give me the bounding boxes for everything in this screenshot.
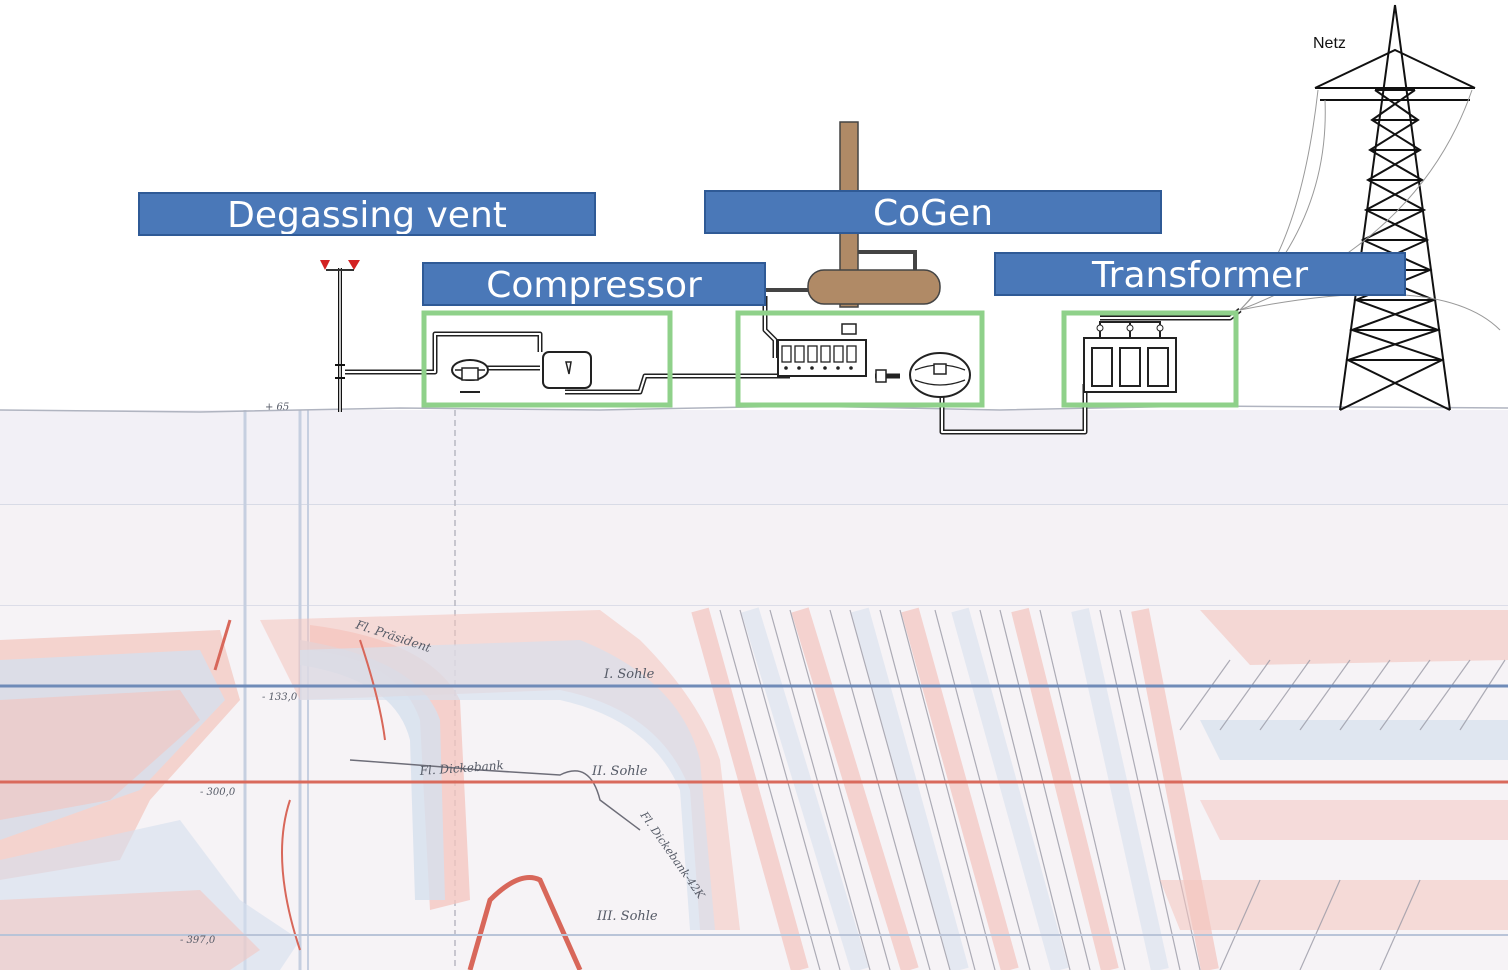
compressor-label: Compressor: [422, 262, 766, 306]
cogen-unit: [765, 122, 970, 397]
transformer-label: Transformer: [994, 252, 1406, 296]
map-label-depth-300: - 300,0: [200, 787, 236, 798]
transformer-unit: [1084, 322, 1176, 392]
degassing-vent-label: Degassing vent: [138, 192, 596, 236]
degassing-vent-mast: [320, 260, 360, 412]
geological-cross-section: Fl. Präsident I. Sohle II. Sohle III. So…: [0, 402, 1508, 970]
cogen-label: CoGen: [704, 190, 1162, 234]
map-label-sohle-3: III. Sohle: [596, 909, 658, 924]
map-label-sohle-2: II. Sohle: [591, 764, 648, 779]
compressor-unit: [452, 352, 591, 392]
map-label-depth-397: - 397,0: [180, 935, 216, 946]
map-label-depth-133: - 133,0: [262, 692, 298, 703]
grid-label: Netz: [1313, 35, 1346, 52]
pylon-icon: [1315, 5, 1475, 410]
map-label-sohle-1: I. Sohle: [603, 667, 655, 682]
